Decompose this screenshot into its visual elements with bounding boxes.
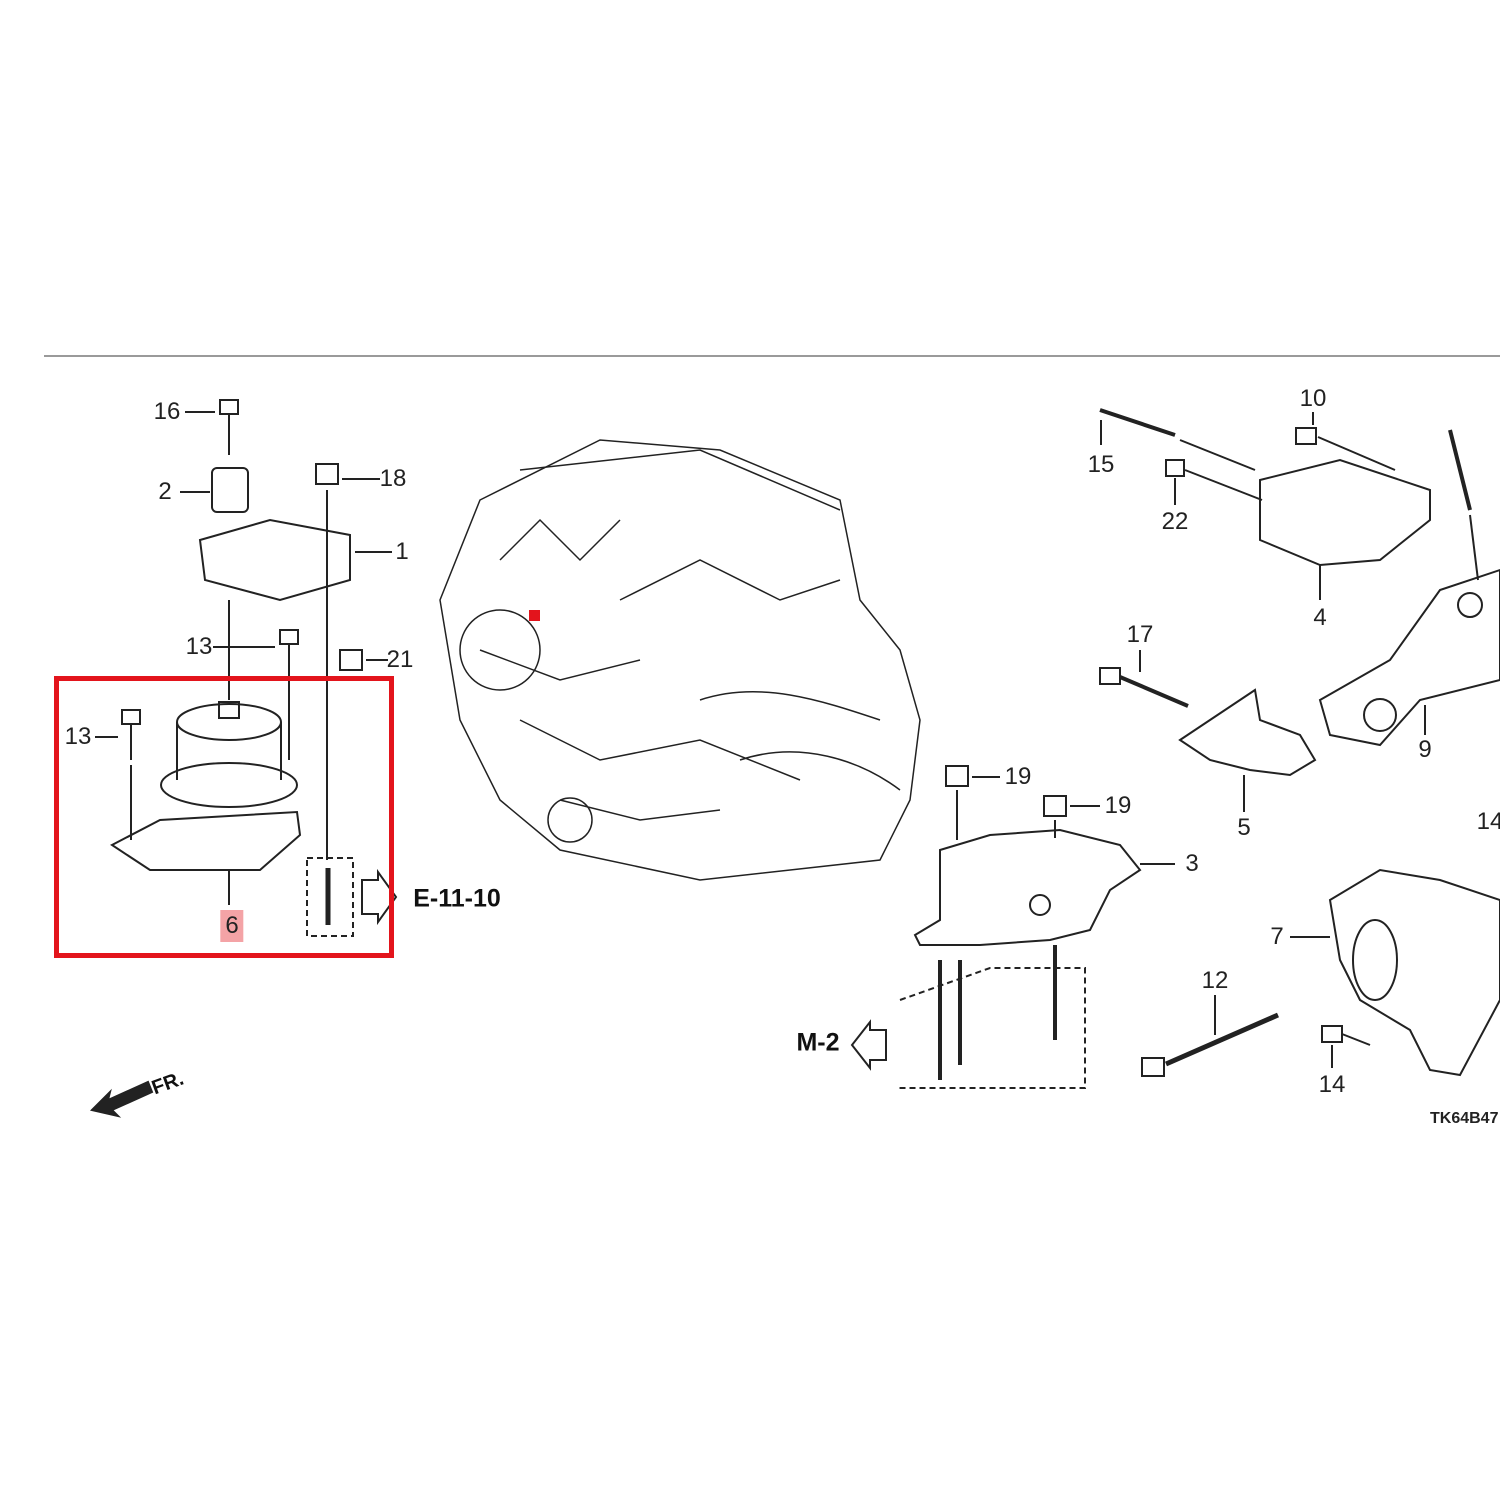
bolt-10-drawing [1295, 412, 1396, 471]
callout-1[interactable]: 1 [395, 538, 409, 565]
bolt-15-drawing [1099, 408, 1256, 471]
callout-3[interactable]: 3 [1185, 850, 1199, 877]
nut-18-drawing [315, 463, 380, 860]
callout-18[interactable]: 18 [379, 465, 407, 492]
callout-5[interactable]: 5 [1237, 814, 1251, 841]
callout-12[interactable]: 12 [1201, 967, 1229, 994]
mount-7-drawing [1290, 868, 1500, 1077]
divider-line [44, 355, 1500, 357]
highlight-frame [54, 676, 394, 958]
callout-13[interactable]: 13 [64, 723, 92, 750]
bolt-12-drawing [1141, 995, 1280, 1077]
callout-14[interactable]: 14 [1476, 808, 1500, 835]
collar-2-drawing [180, 467, 249, 513]
bolt-13b-drawing [95, 709, 141, 840]
bracket-1-drawing [198, 518, 392, 602]
callout-2[interactable]: 2 [158, 478, 172, 505]
bolt-side-drawing [1448, 429, 1479, 581]
nut-21-drawing [339, 649, 388, 671]
callout-21[interactable]: 21 [386, 646, 414, 673]
callout-14[interactable]: 14 [1318, 1071, 1346, 1098]
ref-arrow-e [361, 868, 398, 926]
bracket-3-drawing [913, 828, 1175, 946]
nut-19a-drawing [945, 765, 1000, 840]
drawing-code: TK64B47 [1430, 1110, 1499, 1127]
marker-dot [529, 610, 540, 621]
engine-mount-6-drawing [110, 701, 302, 905]
reference-e-11-10[interactable]: E-11-10 [413, 884, 501, 913]
stud-box [306, 857, 354, 937]
bracket-5-drawing [1178, 688, 1317, 812]
nut-19b-drawing [1043, 795, 1100, 838]
ref-arrow-m [850, 1019, 887, 1071]
callout-4[interactable]: 4 [1313, 604, 1327, 631]
callout-9[interactable]: 9 [1418, 736, 1432, 763]
callout-22[interactable]: 22 [1161, 508, 1189, 535]
bolt-16-drawing [185, 399, 239, 455]
reference-m-2[interactable]: M-2 [796, 1028, 840, 1057]
callout-10[interactable]: 10 [1299, 385, 1327, 412]
callout-17[interactable]: 17 [1126, 621, 1154, 648]
bracket-4-drawing [1259, 458, 1431, 600]
callout-6-highlighted[interactable]: 6 [220, 910, 244, 942]
callout-16[interactable]: 16 [153, 398, 181, 425]
callout-19[interactable]: 19 [1004, 763, 1032, 790]
callout-15[interactable]: 15 [1087, 451, 1115, 478]
callout-19[interactable]: 19 [1104, 792, 1132, 819]
bolt-13-drawing [213, 629, 299, 760]
rod-9-drawing [1318, 568, 1500, 747]
front-arrow-icon [90, 1080, 154, 1118]
callout-7[interactable]: 7 [1270, 923, 1284, 950]
bolt-22-drawing [1165, 459, 1263, 505]
bolt-14-drawing [1321, 1025, 1371, 1068]
bolt-17-drawing [1099, 650, 1189, 708]
engine-drawing [439, 439, 921, 881]
callout-13[interactable]: 13 [185, 633, 213, 660]
